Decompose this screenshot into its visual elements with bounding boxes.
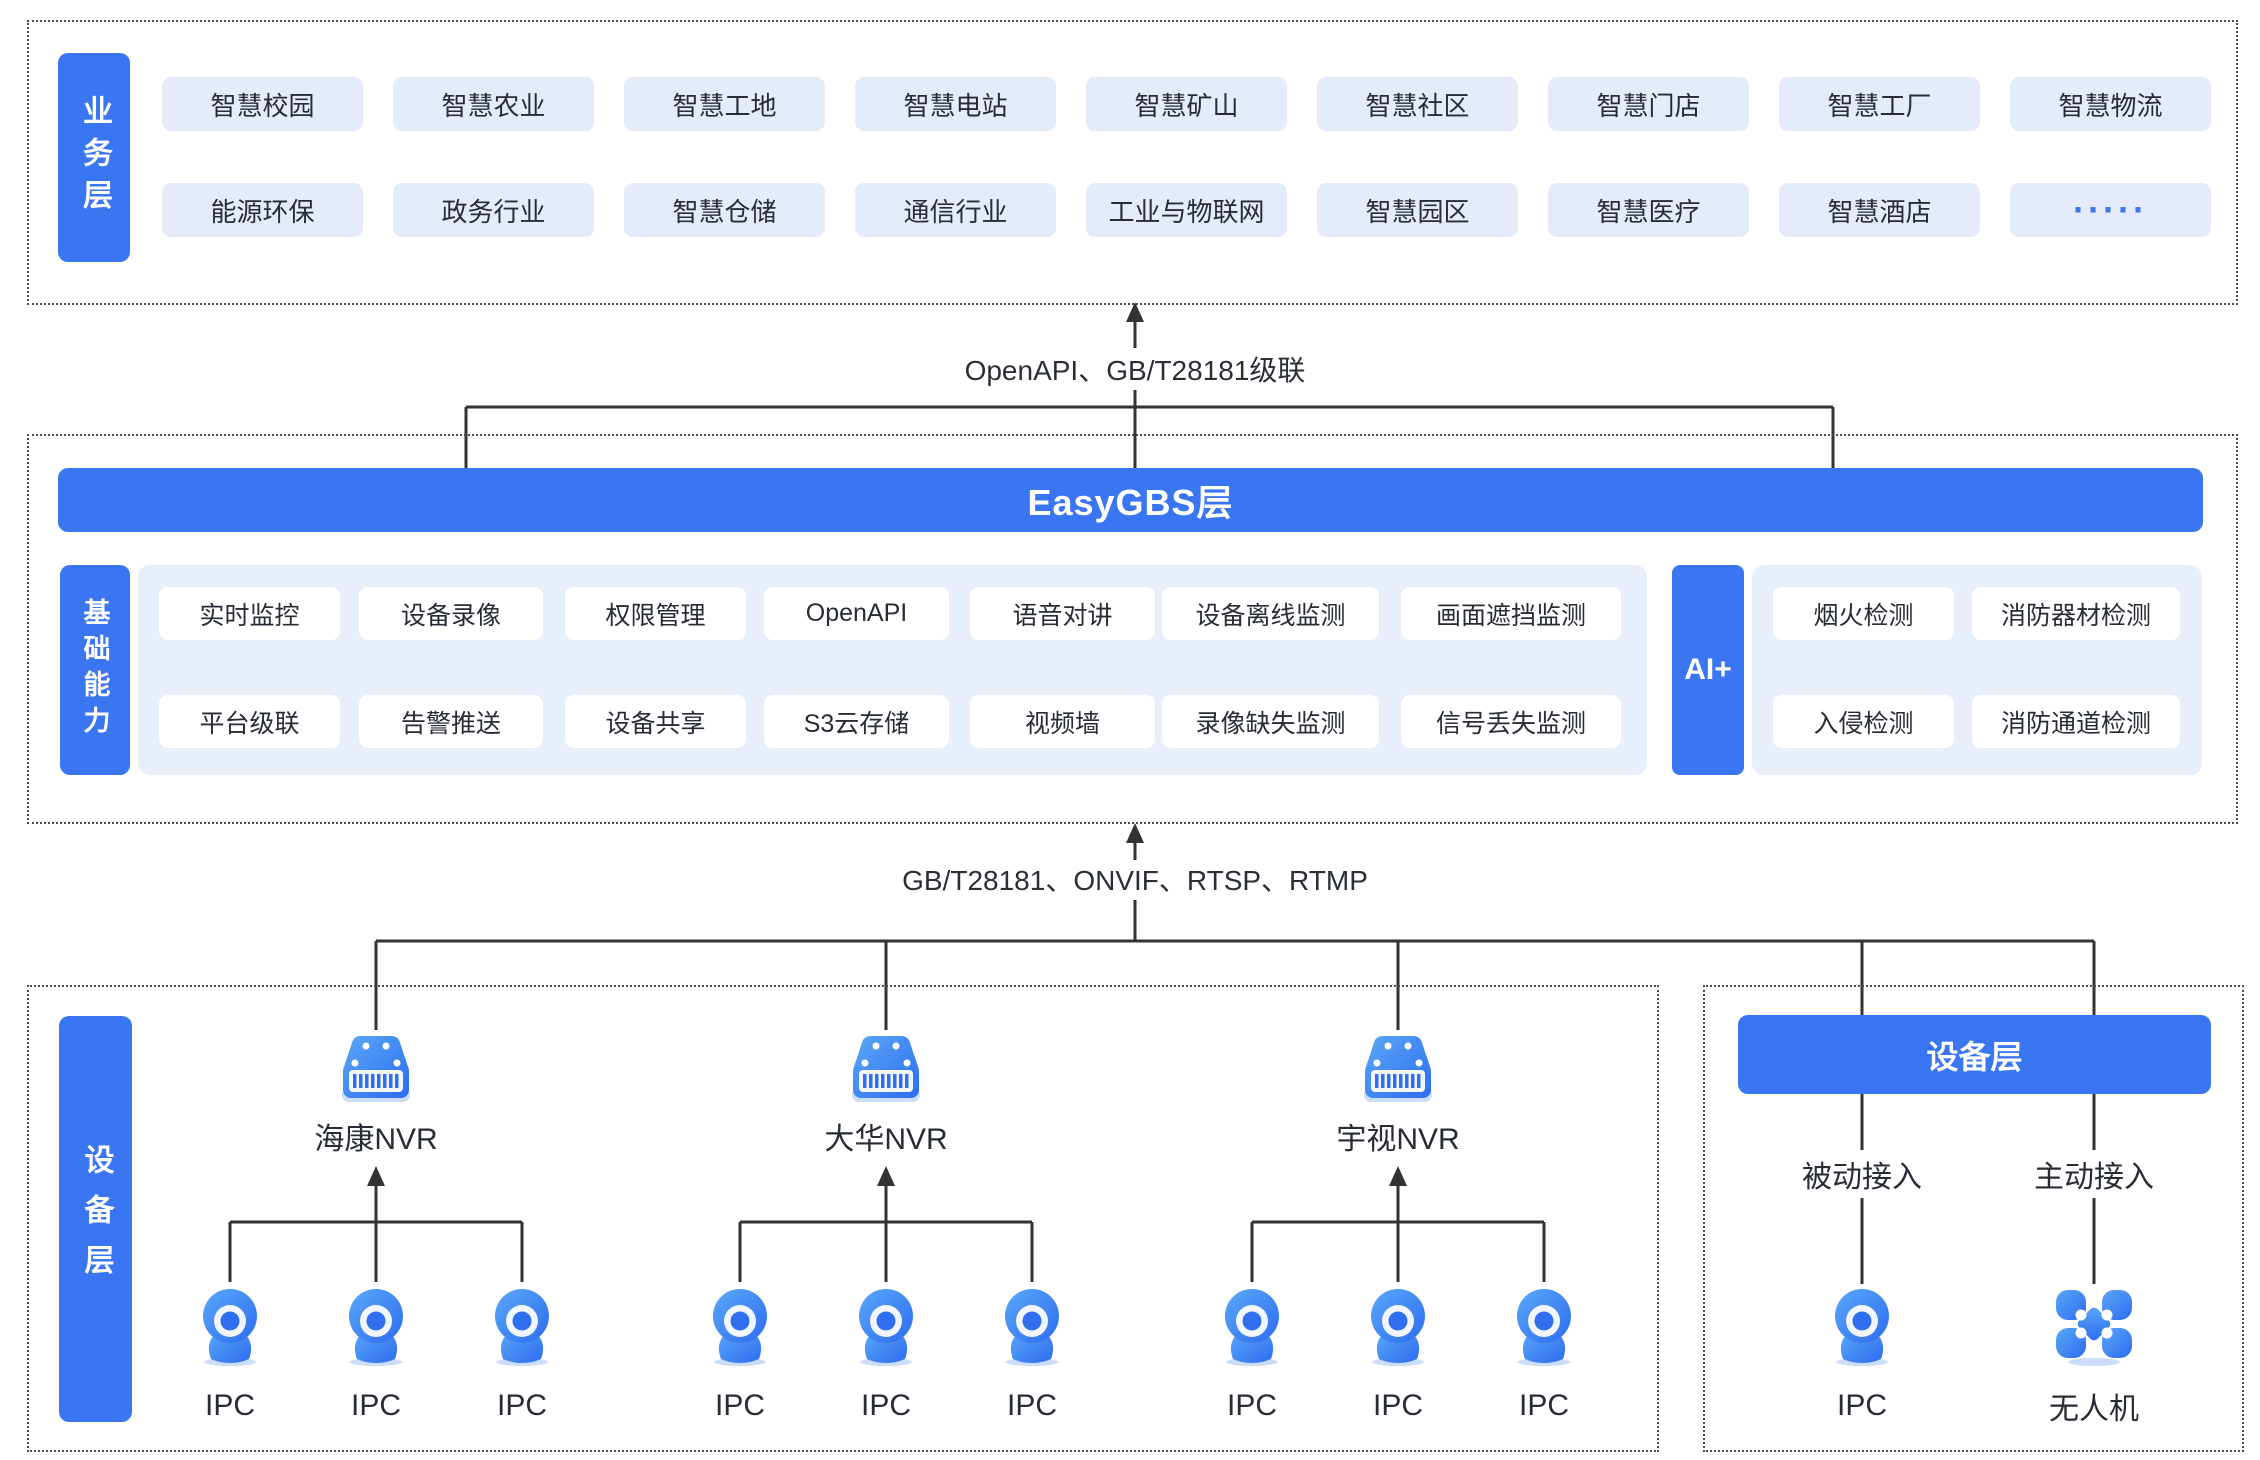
device-layer-label: 设备层	[59, 1016, 132, 1422]
ipc-label: IPC	[350, 1389, 401, 1422]
business-tag: 能源环保	[162, 183, 363, 237]
bottom-connector-label: GB/T28181、ONVIF、RTSP、RTMP	[902, 865, 1368, 896]
more-dots-tag: ·····	[2010, 183, 2211, 237]
capability-tag: 设备录像	[359, 587, 543, 640]
capability-tag: 权限管理	[565, 587, 746, 640]
business-tag: 智慧医疗	[1548, 183, 1749, 237]
business-layer-box	[27, 20, 2238, 305]
ipc-label: IPC	[860, 1389, 911, 1422]
device-access-box	[1703, 985, 2244, 1452]
capability-tag: S3云存储	[764, 695, 949, 748]
drone-label: 无人机	[2049, 1393, 2139, 1426]
capability-tag: 实时监控	[159, 587, 340, 640]
ipc-icon	[489, 1286, 555, 1366]
capability-tag: 语音对讲	[970, 587, 1155, 640]
ai-capability-tag: 消防器材检测	[1972, 587, 2180, 640]
business-tag: 智慧社区	[1317, 77, 1518, 131]
business-tag: 工业与物联网	[1086, 183, 1287, 237]
ipc-label: IPC	[1006, 1389, 1057, 1422]
ipc-icon	[343, 1286, 409, 1366]
nvr-icon	[333, 1030, 419, 1108]
passive-access-label: 被动接入	[1802, 1161, 1922, 1194]
ipc-icon	[1365, 1286, 1431, 1366]
capability-tag: OpenAPI	[764, 587, 949, 640]
business-tag: 智慧农业	[393, 77, 594, 131]
capability-tag: 平台级联	[159, 695, 340, 748]
easygbs-layer-box	[27, 434, 2238, 824]
ai-capability-tag: 烟火检测	[1773, 587, 1954, 640]
business-tag: 智慧门店	[1548, 77, 1749, 131]
business-tag: 智慧仓储	[624, 183, 825, 237]
ipc-label: IPC	[204, 1389, 255, 1422]
arrow-up-icon	[1126, 823, 1144, 843]
device-layer-box	[27, 985, 1659, 1452]
business-tag: 政务行业	[393, 183, 594, 237]
ai-capability-tag: 消防通道检测	[1972, 695, 2180, 748]
active-access-label: 主动接入	[2034, 1161, 2154, 1194]
business-layer-label: 业务层	[58, 53, 130, 262]
ai-plus-label: AI+	[1672, 565, 1744, 775]
nvr-label: 大华NVR	[824, 1123, 948, 1156]
business-tag: 智慧园区	[1317, 183, 1518, 237]
top-connector-label: OpenAPI、GB/T28181级联	[964, 355, 1306, 386]
arrow-up-icon	[1126, 302, 1144, 322]
nvr-icon	[1355, 1030, 1441, 1108]
capability-tag: 信号丢失监测	[1401, 695, 1621, 748]
capability-tag: 设备共享	[565, 695, 746, 748]
ipc-label: IPC	[1372, 1389, 1423, 1422]
ipc-icon	[1219, 1286, 1285, 1366]
ipc-icon	[1511, 1286, 1577, 1366]
business-tag: 智慧电站	[855, 77, 1056, 131]
easygbs-title-bar: EasyGBS层	[58, 468, 2203, 532]
ipc-label: IPC	[1226, 1389, 1277, 1422]
ai-capability-tag: 入侵检测	[1773, 695, 1954, 748]
ipc-label: IPC	[714, 1389, 765, 1422]
capability-layer-label: 基础能力	[60, 565, 130, 775]
nvr-icon	[843, 1030, 929, 1108]
ipc-icon	[999, 1286, 1065, 1366]
business-tag: 智慧酒店	[1779, 183, 1980, 237]
nvr-label: 宇视NVR	[1336, 1123, 1460, 1156]
ipc-icon	[853, 1286, 919, 1366]
capability-tag: 告警推送	[359, 695, 543, 748]
ipc-label: IPC	[1836, 1389, 1887, 1422]
drone-icon	[2052, 1286, 2136, 1366]
capability-tag: 视频墙	[970, 695, 1155, 748]
ipc-label: IPC	[1518, 1389, 1569, 1422]
capability-tag: 录像缺失监测	[1162, 695, 1379, 748]
nvr-label: 海康NVR	[314, 1123, 438, 1156]
capability-tag: 画面遮挡监测	[1401, 587, 1621, 640]
ipc-label: IPC	[496, 1389, 547, 1422]
ipc-icon	[707, 1286, 773, 1366]
business-tag: 智慧物流	[2010, 77, 2211, 131]
business-tag: 智慧工地	[624, 77, 825, 131]
business-tag: 通信行业	[855, 183, 1056, 237]
capability-tag: 设备离线监测	[1162, 587, 1379, 640]
ipc-icon	[1829, 1286, 1895, 1366]
business-tag: 智慧工厂	[1779, 77, 1980, 131]
device-layer-header: 设备层	[1738, 1015, 2211, 1094]
ipc-icon	[197, 1286, 263, 1366]
business-tag: 智慧矿山	[1086, 77, 1287, 131]
business-tag: 智慧校园	[162, 77, 363, 131]
